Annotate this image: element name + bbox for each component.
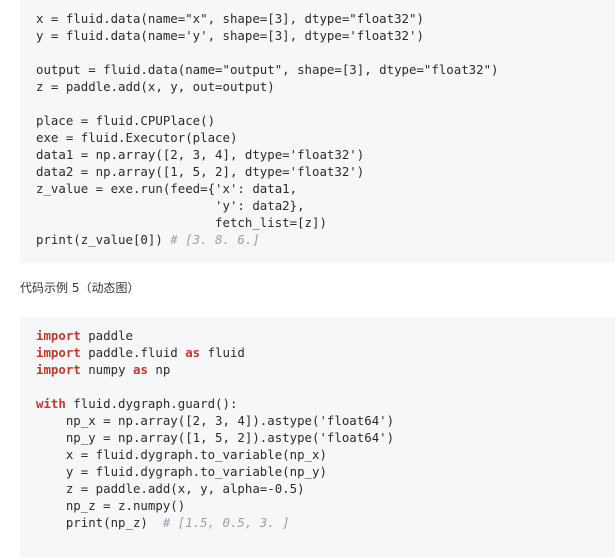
code-text: print(np_z) — [36, 515, 163, 530]
code-line: y = fluid.dygraph.to_variable(np_y) — [36, 464, 327, 479]
code-text: paddle.fluid — [80, 345, 186, 360]
keyword: import — [36, 345, 81, 360]
keyword: import — [36, 328, 81, 343]
code-text: numpy — [80, 362, 133, 377]
code-block-1: x = fluid.data(name="x", shape=[3], dtyp… — [20, 0, 615, 263]
code-line: x = fluid.data(name="x", shape=[3], dtyp… — [36, 11, 424, 26]
code-line: np_y = np.array([1, 5, 2]).astype('float… — [36, 430, 395, 445]
keyword: with — [36, 396, 66, 411]
code-text: paddle — [80, 328, 133, 343]
code-line: fetch_list=[z]) — [36, 215, 327, 230]
code-line: z = paddle.add(x, y, alpha=-0.5) — [36, 481, 305, 496]
code-line: np_x = np.array([2, 3, 4]).astype('float… — [36, 413, 395, 428]
code-line: output = fluid.data(name="output", shape… — [36, 62, 499, 77]
code-line-print: print(np_z) # [1.5, 0.5, 3. ] — [36, 514, 615, 531]
code-line: 'y': data2}, — [36, 198, 305, 213]
code-line: z_value = exe.run(feed={'x': data1, — [36, 181, 298, 196]
code-line: x = fluid.dygraph.to_variable(np_x) — [36, 447, 327, 462]
code-text: fluid.dygraph.guard(): — [65, 396, 238, 411]
keyword: import — [36, 362, 81, 377]
code-listing-1: x = fluid.data(name="x", shape=[3], dtyp… — [36, 10, 615, 248]
code-line: np_z = z.numpy() — [36, 498, 186, 513]
code-line: place = fluid.CPUPlace() — [36, 113, 216, 128]
code-line — [36, 95, 615, 112]
keyword: as — [132, 362, 148, 377]
code-line-import: import numpy as np — [36, 361, 615, 378]
code-line: z = paddle.add(x, y, out=output) — [36, 79, 275, 94]
code-line-import: import paddle — [36, 327, 615, 344]
code-text: fluid — [200, 345, 245, 360]
code-text: print(z_value[0]) — [36, 232, 171, 247]
code-line-blank — [36, 378, 615, 395]
code-line-print: print(z_value[0]) # [3. 8. 6.] — [36, 231, 615, 248]
code-line-import: import paddle.fluid as fluid — [36, 344, 615, 361]
code-line: y = fluid.data(name='y', shape=[3], dtyp… — [36, 28, 424, 43]
code-comment: # [1.5, 0.5, 3. ] — [162, 515, 290, 530]
code-line — [36, 44, 615, 61]
keyword: as — [185, 345, 201, 360]
code-comment: # [3. 8. 6.] — [170, 232, 260, 247]
code-line: exe = fluid.Executor(place) — [36, 130, 238, 145]
example-caption: 代码示例 5（动态图） — [20, 281, 140, 295]
code-line-with: with fluid.dygraph.guard(): — [36, 395, 615, 412]
code-line: data2 = np.array([1, 5, 2], dtype='float… — [36, 164, 365, 179]
code-line: data1 = np.array([2, 3, 4], dtype='float… — [36, 147, 365, 162]
code-text: np — [147, 362, 171, 377]
